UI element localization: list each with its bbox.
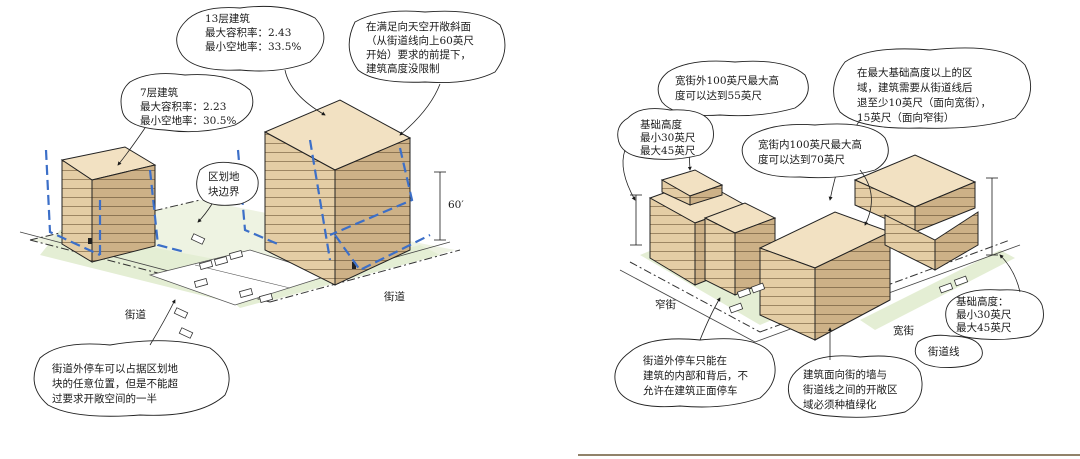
callout-13f-line2: 最大容积率：2.43 (205, 26, 291, 39)
parking-lot (148, 233, 332, 339)
callout-base-left-line2: 最小30英尺 (640, 131, 696, 144)
callout-base-right-line3: 最大45英尺 (956, 321, 1012, 334)
street-label-left: 街道 (125, 308, 146, 321)
callout-wide-line1: 宽街内100英尺最大高 (758, 138, 862, 151)
callout-parking: 街道外停车可以占据区划地 块的任意位置，但是不能超 过要求开敞空间的一半 (33, 299, 230, 417)
street-label-right: 街道 (384, 290, 405, 303)
sky-plane-7f (44, 149, 186, 256)
callout-parking-right: 街道外停车只能在 建筑的内部和背后，不 允许在建筑正面停车 (614, 297, 776, 408)
callout-base-left-line3: 最大45英尺 (640, 144, 696, 157)
callout-zone-line2: 块边界 (208, 186, 240, 198)
callout-setback-line2: 域，建筑需要从街道线后 (857, 81, 973, 94)
callout-sky-line3: 开始）要求的前提下， (366, 48, 471, 61)
dimension-60ft: 60′ (434, 171, 464, 241)
callout-parking-right-line1: 街道外停车只能在 (643, 354, 727, 367)
dimension-60ft-label: 60′ (448, 199, 464, 211)
right-cars (728, 275, 969, 314)
callout-parking-line3: 过要求开敞空间的一半 (52, 392, 157, 405)
callout-zoning-boundary: 区划地 块边界 (196, 161, 259, 223)
callout-13f: 13层建筑 最大容积率：2.43 最小空地率：33.5% (176, 5, 326, 116)
building-narrow-street (648, 169, 777, 296)
callout-setback-line4: 15英尺（面向窄街） (857, 111, 954, 124)
callout-zone-line1: 区划地 (208, 170, 240, 183)
building-13-floors (263, 99, 412, 286)
callout-base-left: 基础高度 最小30英尺 最大45英尺 (617, 108, 714, 201)
callout-parking-right-line3: 允许在建筑正面停车 (643, 384, 738, 397)
callout-planting-line3: 域必须种植绿化 (803, 398, 877, 411)
callout-narrow-height: 宽街外100英尺最大高 度可以达到55英尺 (657, 60, 809, 171)
callout-planting-line2: 街道线之间的开敞区 (803, 383, 898, 396)
callout-base-right-line2: 最小30英尺 (956, 308, 1012, 321)
callout-7f-line1: 7层建筑 (140, 86, 179, 99)
callout-parking-right-line2: 建筑的内部和背后，不 (643, 369, 748, 382)
callout-sky-plane: 在满足向天空开敞斜面 （从街道线向上60英尺 开始）要求的前提下， 建筑高度没限… (348, 10, 506, 136)
building-corner-tall (853, 154, 979, 271)
sky-plane-13f (236, 139, 431, 272)
callout-7f: 7层建筑 最大容积率：2.23 最小空地率：30.5% (117, 73, 254, 166)
callout-wide-line2: 度可以达到70英尺 (758, 153, 845, 166)
callout-planting-line1: 建筑面向街的墙与 (803, 368, 887, 381)
callout-sky-line4: 建筑高度没限制 (366, 62, 440, 75)
street-label-narrow: 窄街 (655, 298, 676, 311)
callout-street-line-text: 街道线 (928, 345, 960, 358)
callout-sky-line2: （从街道线向上60英尺 (366, 34, 474, 47)
callout-setback-line1: 在最大基础高度以上的区 (857, 66, 973, 79)
street-label-wide: 宽街 (893, 324, 914, 337)
right-panel: 宽街外100英尺最大高 度可以达到55英尺 在最大基础高度以上的区 域，建筑需要… (614, 47, 1044, 418)
callout-base-right-line1: 基础高度： (956, 295, 1009, 308)
callout-parking-line2: 块的任意位置，但是不能超 (52, 377, 178, 390)
callout-setback-line3: 退至少10英尺（面向宽街）， (857, 96, 991, 109)
callout-planting: 建筑面向街的墙与 街道线之间的开敞区 域必须种植绿化 (787, 327, 923, 418)
building-7-floors (60, 146, 157, 263)
callout-7f-line2: 最大容积率：2.23 (140, 100, 226, 113)
callout-13f-line3: 最小空地率：33.5% (205, 40, 301, 53)
building-wide-street (758, 211, 892, 341)
callout-13f-line1: 13层建筑 (205, 12, 250, 25)
callout-narrow-line2: 度可以达到55英尺 (675, 89, 762, 102)
callout-parking-line1: 街道外停车可以占据区划地 (52, 362, 178, 375)
callout-base-left-line1: 基础高度 (640, 118, 682, 131)
parked-cars (173, 233, 274, 339)
callout-sky-line1: 在满足向天空开敞斜面 (366, 20, 471, 33)
callout-wide-height: 宽街内100英尺最大高 度可以达到70英尺 (741, 123, 889, 226)
callout-base-right: 基础高度： 最小30英尺 最大45英尺 (945, 254, 1044, 341)
callout-setback: 在最大基础高度以上的区 域，建筑需要从街道线后 退至少10英尺（面向宽街）， 1… (828, 47, 1032, 201)
callout-street-line: 街道线 (914, 334, 983, 369)
left-panel: 60′ 13层建筑 最大容积率：2.43 最小空地率：33.5% 7层建筑 最大… (19, 5, 506, 417)
callout-narrow-line1: 宽街外100英尺最大高 (675, 74, 779, 87)
height-dimensions (630, 177, 998, 256)
callout-7f-line3: 最小空地率：30.5% (140, 114, 236, 127)
